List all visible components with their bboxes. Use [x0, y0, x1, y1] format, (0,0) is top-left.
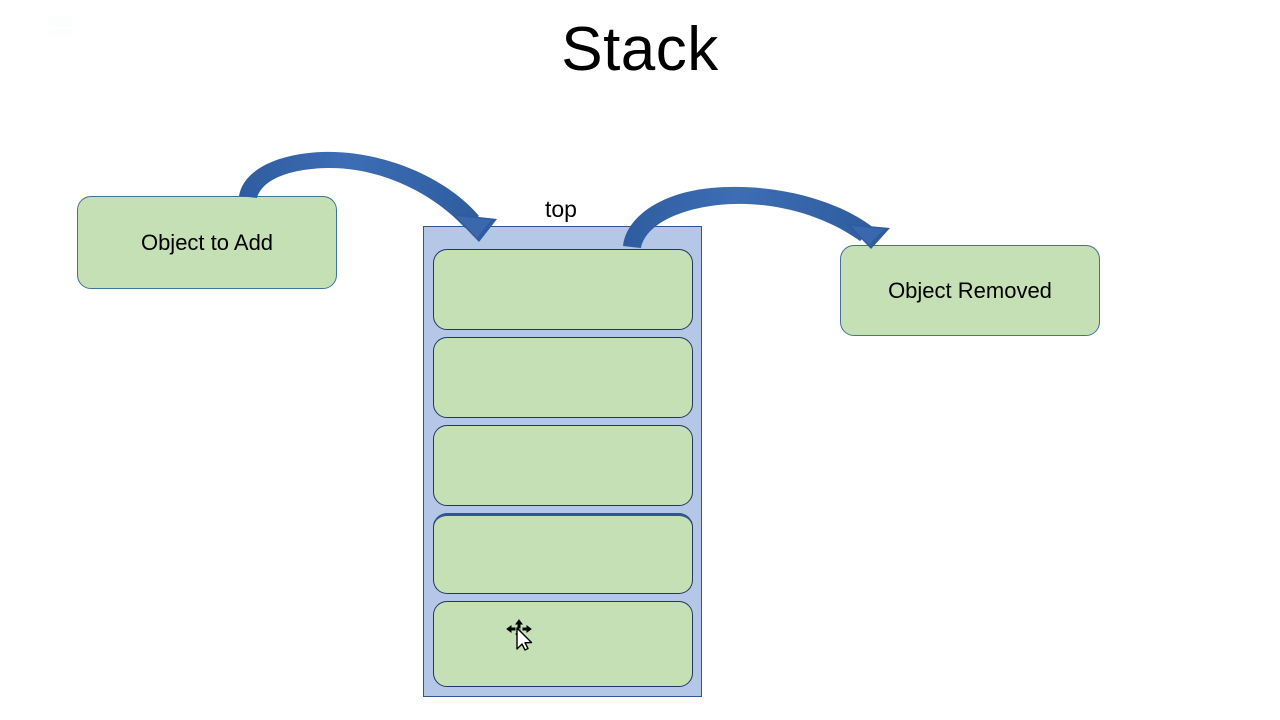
stack-cell-0[interactable]: [433, 249, 693, 330]
stack-cell-1[interactable]: [433, 337, 693, 418]
object-to-add-label: Object to Add: [140, 229, 274, 255]
stack-cell-4[interactable]: [433, 601, 693, 687]
stack-cell-3[interactable]: [433, 513, 693, 594]
stack-cell-2[interactable]: [433, 425, 693, 506]
object-removed-label: Object Removed: [888, 277, 1052, 303]
faint-watermark-mark-secondary: [50, 29, 72, 35]
stack-container[interactable]: [423, 226, 702, 697]
page-title: Stack: [561, 15, 719, 84]
object-removed-box[interactable]: Object Removed: [840, 245, 1100, 336]
object-to-add-box[interactable]: Object to Add: [77, 196, 337, 289]
faint-watermark-mark: [48, 16, 72, 27]
stack-top-label: top: [545, 196, 577, 222]
